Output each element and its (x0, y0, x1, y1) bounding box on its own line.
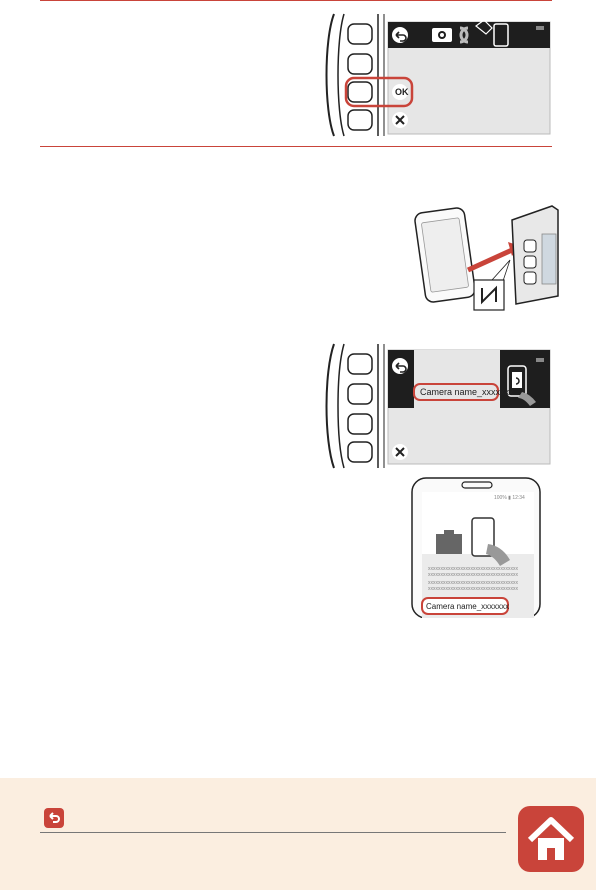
back-arrow-icon (392, 358, 408, 374)
side-button-3 (347, 81, 373, 103)
close-icon (392, 444, 408, 460)
svg-text:xxxxxxxxxxxxxxxxxxxxxxxxxxxxxx: xxxxxxxxxxxxxxxxxxxxxxxxxxxxxxxxxxxx (428, 586, 519, 592)
svg-text:xxxxxxxxxxxxxxxxxxxxxxxxxxxxxx: xxxxxxxxxxxxxxxxxxxxxxxxxxxxxxxxxxxx (428, 566, 519, 572)
nfc-touch-illustration (414, 205, 559, 311)
camera-illustration-name: Camera name_xxxxxxx (325, 343, 551, 469)
camera-name-highlight (413, 383, 499, 401)
svg-text:OK: OK (395, 87, 409, 97)
svg-text:xxxxxxxxxxxxxxxxxxxxxxxxxxxxxx: xxxxxxxxxxxxxxxxxxxxxxxxxxxxxxxxxxxx (428, 580, 519, 586)
home-icon (527, 817, 575, 860)
back-arrow-icon (49, 812, 60, 823)
phone-camera-name: Camera name_xxxxxxx (426, 602, 509, 611)
back-arrow-icon (392, 27, 408, 43)
camera-illustration-ok: OK (325, 13, 551, 137)
side-button-1 (347, 23, 373, 45)
home-button[interactable] (518, 806, 584, 872)
nfc-icon (473, 279, 505, 311)
side-button-4 (347, 109, 373, 131)
phone-hand-icon (471, 517, 510, 566)
svg-text:xxxxxxxxxxxxxxxxxxxxxxxxxxxxxx: xxxxxxxxxxxxxxxxxxxxxxxxxxxxxxxxxxxx (428, 572, 519, 578)
back-button[interactable] (44, 808, 64, 828)
phone-tap-icon (475, 19, 509, 47)
footer (0, 778, 596, 890)
camera-name-highlight (421, 597, 509, 615)
ok-icon: OK (392, 84, 409, 100)
camera-icon (432, 28, 452, 42)
smartphone-illustration: 100% ▮ 12:34 xxxxxxxxxxxxxxxxxxxxxxxxxxx… (411, 477, 541, 618)
camera-name-label: Camera name_xxxxxxx (420, 387, 514, 397)
close-icon (392, 112, 408, 128)
section-rule (40, 146, 552, 147)
svg-text:100% ▮ 12:34: 100% ▮ 12:34 (494, 495, 525, 501)
side-button-2 (347, 53, 373, 75)
top-rule (40, 0, 552, 1)
footer-divider (40, 832, 506, 833)
ok-highlight (344, 76, 414, 108)
snapbridge-icon (459, 26, 469, 44)
phone-snapbridge-icon (507, 365, 536, 406)
camera-shape-icon (436, 534, 462, 554)
